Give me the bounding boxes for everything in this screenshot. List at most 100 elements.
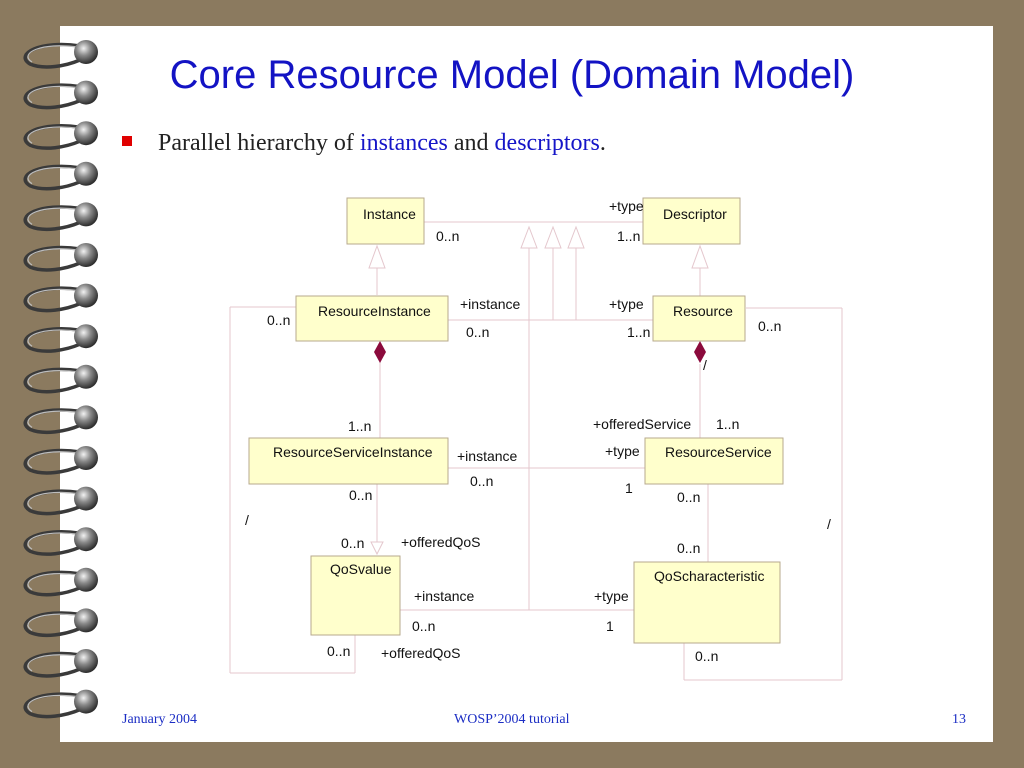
class-resource-service: ResourceService [644,437,784,485]
multiplicity-label: 0..n [677,489,700,505]
spiral-rings [23,40,98,719]
role-label: +offeredQoS [401,534,481,550]
bullet-highlight-descriptors: descriptors [494,130,600,156]
role-label: +type [605,443,640,459]
multiplicity-label: 1..n [617,228,640,244]
inheritance-triangle-icon [567,225,585,249]
spiral-ring [23,570,81,597]
role-label: +instance [414,588,475,604]
spiral-ring-highlight [27,532,79,550]
multiplicity-label: 1 [625,480,633,496]
slide-title: Core Resource Model (Domain Model) [169,53,855,97]
bullet-text-after: . [599,130,606,156]
class-resource-instance: ResourceInstance [295,295,449,342]
spiral-ring-highlight [27,654,79,672]
spiral-ring [23,327,81,353]
bullet-text-before: Parallel hierarchy of [158,130,360,156]
inheritance-triangle-icon [368,244,386,269]
binding-hole-icon [74,243,98,267]
inheritance-triangle-icon [691,244,709,269]
multiplicity-label: 1..n [716,416,739,432]
role-label: +offeredQoS [381,645,461,661]
multiplicity-label: 0..n [470,473,493,489]
role-label: +type [609,296,644,312]
spiral-ring-highlight [27,329,79,347]
spiral-ring-highlight [27,694,79,713]
footer-date: January 2004 [122,712,198,727]
spiral-ring-highlight [27,613,79,631]
bullet-highlight-instances: instances [359,130,448,156]
spiral-ring [23,448,81,475]
class-name: QoSvalue [330,561,392,577]
binding-hole-icon [74,649,98,673]
role-label: +offeredService [593,416,691,432]
spiral-ring-highlight [27,167,79,185]
binding-hole-icon [74,283,98,308]
spiral-ring-highlight [27,573,79,591]
class-descriptor: Descriptor [642,197,741,245]
class-resource-service-instance: ResourceServiceInstance [248,437,449,485]
spiral-ring [23,286,81,313]
multiplicity-label: 0..n [677,540,700,556]
derived-marker: / [245,512,249,528]
multiplicity-label: 0..n [327,643,350,659]
multiplicity-label: 1 [606,618,614,634]
class-qos-value: QoSvalue [310,555,401,636]
inheritance-triangle-icon [520,225,538,249]
multiplicity-label: 0..n [466,324,489,340]
spiral-ring-highlight [27,85,79,104]
multiplicity-label: 0..n [695,648,718,664]
derived-marker: / [703,357,707,373]
bullet-text-mid: and [447,130,495,156]
spiral-ring-highlight [27,370,79,388]
association-labels: +type 0..n 1..n 0..n +instance +type 0..… [245,198,831,664]
multiplicity-label: 0..n [758,318,781,334]
composition-diamond-icon [694,341,706,363]
class-name: Resource [673,303,733,319]
binding-hole-icon [74,405,98,430]
multiplicity-label: 1..n [627,324,650,340]
spiral-ring-highlight [27,451,79,469]
class-name: QoScharacteristic [654,568,764,584]
spiral-ring-highlight [27,207,79,225]
spiral-ring [23,124,81,150]
class-qos-characteristic: QoScharacteristic [633,561,781,644]
spiral-ring [23,245,81,272]
composition-diamond-icon [374,341,386,363]
spiral-ring [23,367,81,394]
association-lines [229,221,843,681]
multiplicity-label: 0..n [436,228,459,244]
bullet-square-icon [122,136,132,146]
spiral-ring-highlight [27,288,79,307]
spiral-ring-highlight [27,126,79,144]
spiral-ring [23,651,81,678]
class-name: ResourceService [665,444,772,460]
derived-marker: / [827,516,831,532]
multiplicity-label: 1..n [348,418,371,434]
binding-hole-icon [74,202,98,227]
spiral-ring [23,42,81,69]
generalization-arrows [368,225,709,269]
spiral-ring [23,164,81,191]
class-instance: Instance [346,197,425,245]
class-name: Descriptor [663,206,727,222]
inheritance-triangle-icon [544,225,562,249]
spiral-ring [23,489,81,516]
multiplicity-label: 0..n [412,618,435,634]
spiral-ring [23,205,81,232]
binding-hole-icon [74,161,98,186]
spiral-ring-highlight [27,410,79,428]
multiplicity-label: 0..n [267,312,290,328]
spiral-binding [23,40,98,719]
role-label: +type [594,588,629,604]
class-name: ResourceInstance [318,303,431,319]
binding-hole-icon [74,364,98,389]
spiral-ring [23,408,81,435]
class-name: Instance [363,206,416,222]
spiral-ring [23,692,81,719]
spiral-ring [23,611,81,638]
navigation-arrow-icon [370,541,384,556]
slide-page [60,26,993,742]
binding-hole-icon [74,567,98,592]
